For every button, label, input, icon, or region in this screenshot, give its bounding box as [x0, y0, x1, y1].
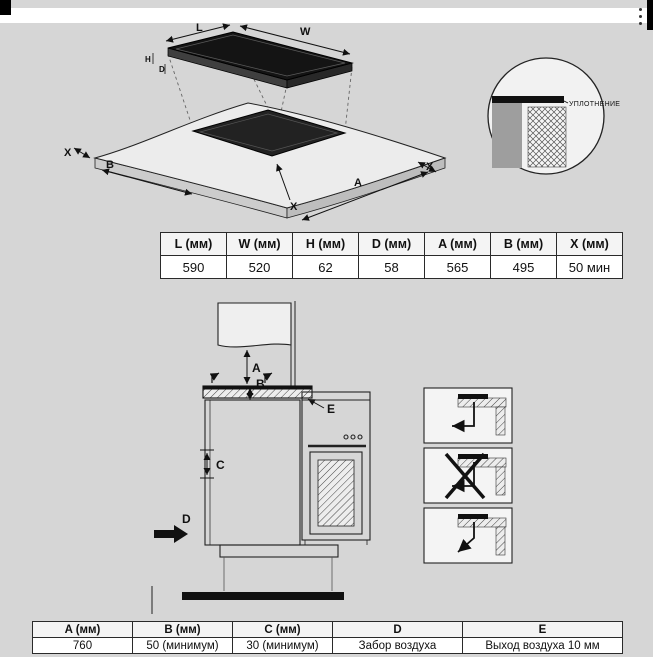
installation-clearance-diagram: A B E	[151, 301, 513, 614]
table-header-row: A (мм) B (мм) C (мм) D E	[32, 621, 623, 638]
table-header-cell: B (мм)	[490, 232, 557, 256]
table-cell: 565	[424, 255, 491, 279]
cutout-hole	[191, 109, 347, 157]
dim-label-w: W	[300, 26, 311, 38]
cooktop	[167, 31, 354, 89]
table-cell: 58	[358, 255, 425, 279]
oven-cabinet	[204, 391, 371, 591]
kebab-dot	[639, 8, 642, 11]
dim-arrow-c	[200, 449, 214, 479]
floor-line	[182, 592, 344, 600]
table-cell: 520	[226, 255, 293, 279]
scan-corner-mark-right	[647, 0, 653, 30]
air-intake-arrow	[154, 525, 188, 543]
cutout-dimensions-diagram: L W H D X B X A X УПЛОТНЕНИЕ	[64, 22, 620, 221]
table-cell: 590	[160, 255, 227, 279]
dim-label-b: B	[256, 377, 265, 391]
table-header-cell: A (мм)	[32, 621, 133, 638]
dim-label-l: L	[196, 22, 203, 34]
dim-label-a: A	[252, 361, 261, 375]
table-cell: 62	[292, 255, 359, 279]
table-cell: 50 мин	[556, 255, 623, 279]
kebab-dot	[639, 15, 642, 18]
dim-label-a: A	[354, 177, 362, 189]
table-cell: 30 (минимум)	[232, 637, 333, 654]
vent-option-box-1	[423, 387, 513, 444]
table-header-cell: X (мм)	[556, 232, 623, 256]
table-cell: Забор воздуха	[332, 637, 463, 654]
table-cell: Выход воздуха 10 мм	[462, 637, 623, 654]
table-value-row: 590 520 62 58 565 495 50 мин	[160, 255, 623, 279]
table-header-cell: C (мм)	[232, 621, 333, 638]
plinth	[219, 544, 339, 558]
countertop	[93, 102, 447, 219]
oven-door	[309, 451, 363, 535]
table-cell: 50 (минимум)	[132, 637, 233, 654]
dim-label-x-left: X	[64, 147, 72, 159]
dim-label-e: E	[327, 402, 335, 416]
vent-cross-mark	[444, 452, 486, 500]
dim-label-x-bottom: X	[290, 201, 298, 213]
vent-option-box-3	[423, 507, 513, 564]
table-header-cell: H (мм)	[292, 232, 359, 256]
dim-label-x-right: X	[426, 161, 434, 173]
seal-label: УПЛОТНЕНИЕ	[569, 101, 620, 108]
table-cell: 760	[32, 637, 133, 654]
page-top-strip	[0, 8, 648, 23]
oven-door-window	[317, 459, 355, 527]
seal-detail-view: УПЛОТНЕНИЕ	[487, 57, 620, 175]
dim-label-h: H	[145, 55, 151, 64]
table-header-cell: A (мм)	[424, 232, 491, 256]
table-header-cell: L (мм)	[160, 232, 227, 256]
table-cell: 495	[490, 255, 557, 279]
kebab-menu-icon[interactable]	[639, 8, 642, 25]
kebab-dot	[639, 22, 642, 25]
table-header-cell: D	[332, 621, 463, 638]
table-header-cell: D (мм)	[358, 232, 425, 256]
table-header-row: L (мм) W (мм) H (мм) D (мм) A (мм) B (мм…	[160, 232, 623, 256]
dim-label-d: D	[159, 65, 165, 74]
seal-hatch-block	[527, 106, 567, 168]
table-header-cell: W (мм)	[226, 232, 293, 256]
dimension-lines	[73, 23, 437, 221]
vent-option-box-2	[423, 447, 513, 504]
cutout-dimensions-table: L (мм) W (мм) H (мм) D (мм) A (мм) B (мм…	[160, 232, 623, 279]
table-header-cell: E	[462, 621, 623, 638]
dim-label-b: B	[106, 159, 114, 171]
cooktop-edge-bar	[492, 96, 564, 103]
table-header-cell: B (мм)	[132, 621, 233, 638]
range-unit	[301, 391, 371, 541]
scan-corner-mark-left	[0, 0, 11, 15]
dim-label-d: D	[182, 512, 191, 526]
hood-duct	[217, 301, 296, 386]
table-value-row: 760 50 (минимум) 30 (минимум) Забор возд…	[32, 637, 623, 654]
worktop-section	[492, 103, 522, 168]
clearance-dimensions-table: A (мм) B (мм) C (мм) D E 760 50 (минимум…	[32, 621, 623, 654]
dim-label-c: C	[216, 458, 225, 472]
